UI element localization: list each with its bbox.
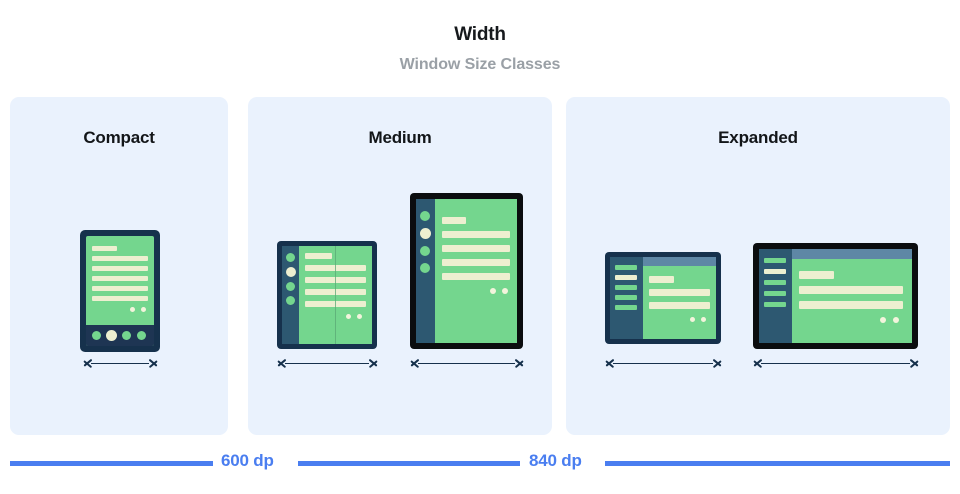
bottom-navigation-bar <box>86 325 154 346</box>
content-dot <box>141 307 146 312</box>
tablet-screen <box>435 199 517 343</box>
content-bar <box>92 266 148 271</box>
nav-item-icon-active <box>106 330 117 341</box>
panel-label-compact: Compact <box>83 128 155 147</box>
fold-crease <box>335 246 336 344</box>
navigation-rail <box>416 199 435 343</box>
content-bar <box>442 245 510 252</box>
rail-item-icon <box>420 211 430 221</box>
content-bar <box>799 271 834 279</box>
content-bar <box>649 276 674 283</box>
foldable-screen <box>299 246 372 344</box>
content-bar <box>442 273 510 280</box>
content-bar <box>649 289 710 296</box>
breakpoint-rule-right <box>605 461 950 466</box>
drawer-item <box>615 265 637 270</box>
width-arrow-tablet-small <box>606 355 720 371</box>
tablet-screen <box>643 257 716 339</box>
device-medium-tablet <box>410 193 523 349</box>
panel-label-expanded: Expanded <box>718 128 798 147</box>
drawer-item <box>764 280 786 285</box>
content-bar <box>799 286 903 294</box>
content-dot <box>357 314 362 319</box>
drawer-item <box>615 295 637 300</box>
rail-item-icon <box>286 253 295 262</box>
drawer-item-active <box>764 269 786 274</box>
content-bar <box>799 301 903 309</box>
page-subtitle: Window Size Classes <box>399 56 561 73</box>
width-arrow-foldable <box>278 355 376 371</box>
content-bar <box>92 256 148 261</box>
panel-expanded: Expanded <box>566 97 950 435</box>
content-dot <box>880 317 886 323</box>
arrow-shaft <box>285 362 369 365</box>
arrow-head-right-icon <box>908 357 917 368</box>
navigation-drawer <box>759 249 792 343</box>
navigation-drawer <box>610 257 643 339</box>
breakpoint-label-600dp: 600 dp <box>221 451 274 470</box>
arrow-shaft <box>91 362 149 365</box>
arrow-shaft <box>613 362 713 365</box>
device-medium-foldable <box>277 241 377 349</box>
drawer-item <box>764 258 786 263</box>
content-bar <box>649 302 710 309</box>
device-expanded-tablet-large <box>753 243 918 349</box>
content-dot <box>346 314 351 319</box>
device-compact-phone <box>80 230 160 352</box>
width-arrow-tablet-large <box>754 355 917 371</box>
drawer-item <box>615 305 637 310</box>
phone-screen <box>86 236 154 346</box>
arrow-shaft <box>418 362 515 365</box>
drawer-item <box>764 302 786 307</box>
arrow-head-right-icon <box>147 357 156 368</box>
content-bar <box>92 246 117 251</box>
top-app-bar <box>643 257 716 266</box>
rail-item-icon <box>286 296 295 305</box>
rail-item-icon-active <box>286 267 296 277</box>
content-bar <box>92 276 148 281</box>
content-bar <box>442 217 466 224</box>
nav-item-icon <box>122 331 131 340</box>
panel-compact: Compact <box>10 97 228 435</box>
content-dot <box>701 317 706 322</box>
content-dot <box>130 307 135 312</box>
breakpoint-rule-middle <box>298 461 520 466</box>
arrow-head-right-icon <box>513 357 522 368</box>
content-bar <box>442 231 510 238</box>
content-dot <box>893 317 899 323</box>
panel-medium: Medium <box>248 97 552 435</box>
rail-item-icon <box>286 282 295 291</box>
arrow-shaft <box>761 362 910 365</box>
width-arrow-compact <box>84 355 156 371</box>
arrow-head-right-icon <box>367 357 376 368</box>
content-bar <box>442 259 510 266</box>
panel-label-medium: Medium <box>368 128 432 147</box>
width-arrow-tablet <box>411 355 522 371</box>
arrow-head-right-icon <box>711 357 720 368</box>
content-bar <box>92 286 148 291</box>
navigation-rail <box>282 246 299 344</box>
device-expanded-tablet-small <box>605 252 721 344</box>
content-bar <box>92 296 148 301</box>
content-dot <box>690 317 695 322</box>
page-title: Width <box>454 24 506 45</box>
breakpoint-rule-left <box>10 461 213 466</box>
drawer-item-active <box>615 275 637 280</box>
rail-item-icon <box>420 246 430 256</box>
content-bar <box>305 253 332 259</box>
rail-item-icon <box>420 263 430 273</box>
top-app-bar <box>792 249 912 259</box>
drawer-item <box>615 285 637 290</box>
breakpoint-label-840dp: 840 dp <box>529 451 582 470</box>
rail-item-icon-active <box>420 228 431 239</box>
nav-item-icon <box>92 331 101 340</box>
content-dot <box>502 288 508 294</box>
drawer-item <box>764 291 786 296</box>
tablet-screen <box>792 249 912 343</box>
content-dot <box>490 288 496 294</box>
nav-item-icon <box>137 331 146 340</box>
